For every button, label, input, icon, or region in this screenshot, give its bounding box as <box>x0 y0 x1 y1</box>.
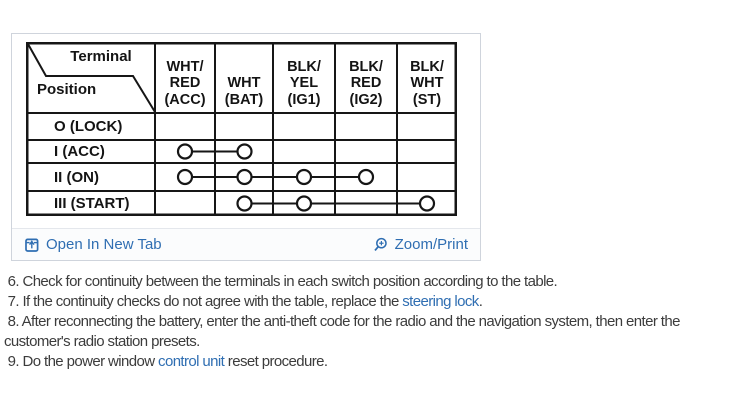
step-9-text-end: reset procedure. <box>224 353 328 370</box>
instruction-list: 6. Check for continuity between the term… <box>0 272 742 372</box>
step-7-text: 7. If the continuity checks do not agree… <box>4 293 403 310</box>
column-header-ig2: BLK/ RED (IG2) <box>349 58 383 108</box>
column-header-acc: WHT/ RED (ACC) <box>164 58 206 108</box>
row-label-on: II (ON) <box>54 168 99 186</box>
control-unit-link[interactable]: control unit <box>158 353 225 370</box>
steering-lock-link[interactable]: steering lock <box>402 293 479 310</box>
instruction-step-6: 6. Check for continuity between the term… <box>4 272 742 292</box>
zoom-print-label: Zoom/Print <box>394 236 468 253</box>
column-header-st: BLK/ WHT (ST) <box>410 58 444 108</box>
column-header-ig1: BLK/ YEL (IG1) <box>287 58 321 108</box>
corner-terminal-label: Terminal <box>70 48 132 65</box>
row-label-start: III (START) <box>54 195 130 212</box>
instruction-step-8: 8. After reconnecting the battery, enter… <box>4 312 742 352</box>
step-7-text-end: . <box>478 293 483 310</box>
step-6-text: 6. Check for continuity between the term… <box>4 273 558 290</box>
table-grid-graphic <box>26 42 457 216</box>
step-9-text: 9. Do the power window <box>4 353 159 370</box>
continuity-table-drawing: Terminal Position WHT/ RED (ACC) WHT (BA… <box>26 42 457 216</box>
open-in-new-tab-link[interactable]: Open In New Tab <box>25 236 162 253</box>
open-in-new-tab-label: Open In New Tab <box>46 236 162 253</box>
magnifier-plus-icon <box>372 237 388 253</box>
image-toolbar: Open In New Tab Zoom/Print <box>12 228 480 260</box>
open-in-new-tab-icon <box>25 238 39 252</box>
corner-position-label: Position <box>37 81 97 98</box>
instruction-step-9: 9. Do the power window control unit rese… <box>4 352 742 372</box>
row-label-lock: O (LOCK) <box>54 118 123 135</box>
column-header-bat: WHT (BAT) <box>224 75 264 108</box>
step-8-text: 8. After reconnecting the battery, enter… <box>4 313 684 350</box>
row-label-acc: I (ACC) <box>54 143 105 160</box>
instruction-step-7: 7. If the continuity checks do not agree… <box>4 292 742 312</box>
zoom-print-link[interactable]: Zoom/Print <box>372 236 468 253</box>
ignition-switch-table-panel: Terminal Position WHT/ RED (ACC) WHT (BA… <box>11 33 481 261</box>
